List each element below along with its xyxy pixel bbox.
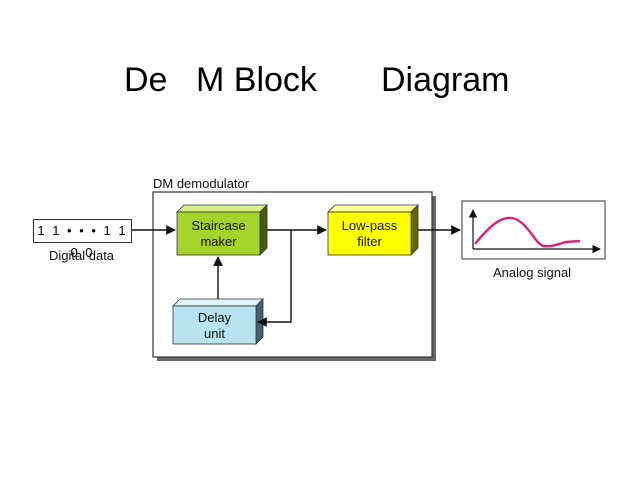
arrow-feedback-to-delay [257, 230, 292, 327]
staircase-maker-line-1: Staircase [191, 218, 246, 233]
low-pass-filter-block [327, 204, 419, 256]
slide-title-part-1: De [124, 61, 168, 99]
delay-unit-line-1: Delay [197, 310, 232, 325]
analog-signal-label: Analog signal [493, 265, 572, 280]
delay-unit-block [172, 298, 264, 345]
dm-demodulator-label: DM demodulator [153, 176, 250, 191]
delay-unit-line-2: unit [204, 326, 225, 341]
slide-title-part-2: M Block [196, 61, 317, 99]
digital-bits-box: 1 1 • • • 1 1 0 0 [33, 219, 132, 260]
staircase-maker-text: Staircase maker [177, 218, 260, 250]
low-pass-filter-line-1: Low-pass [341, 218, 398, 233]
slide-title-part-3: Diagram [381, 61, 510, 99]
low-pass-filter-text: Low-pass filter [328, 218, 411, 250]
staircase-maker-line-2: maker [200, 234, 237, 249]
delay-unit-text: Delay unit [173, 310, 256, 342]
analog-signal-curve [474, 216, 581, 248]
analog-signal-plot [461, 200, 606, 260]
low-pass-filter-line-2: filter [357, 234, 382, 249]
staircase-maker-block [176, 204, 268, 256]
digital-data-label: Digital data [49, 248, 115, 263]
